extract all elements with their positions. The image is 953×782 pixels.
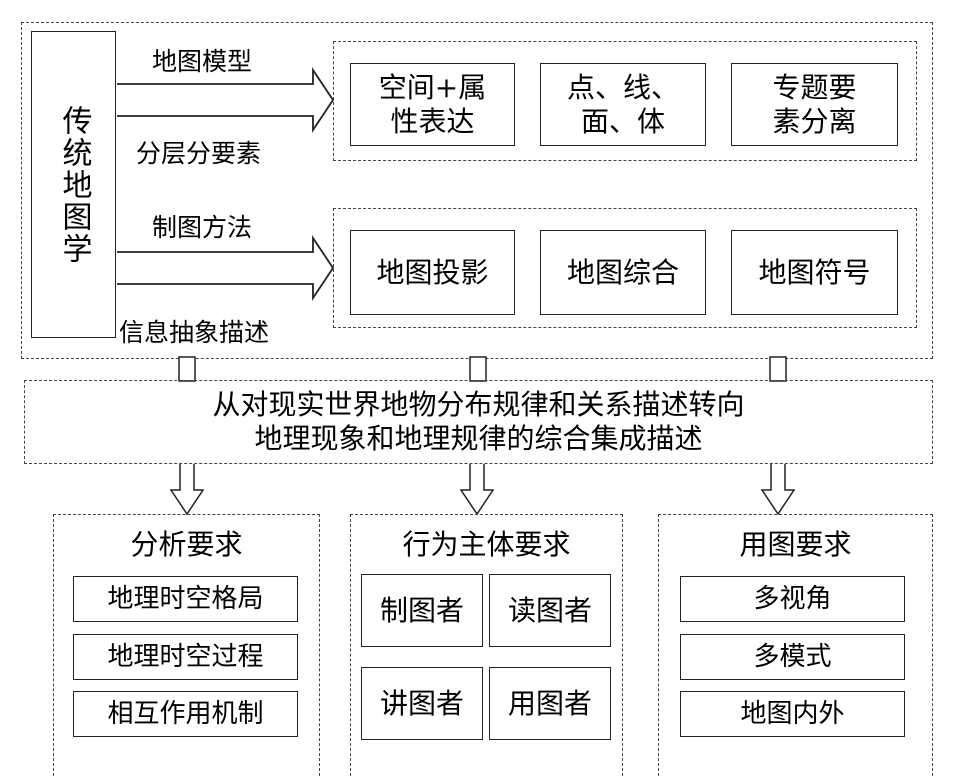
- actor-user: 用图者: [489, 667, 611, 740]
- connector-1: [178, 356, 196, 382]
- usage-item-inside-outside: 地图内外: [680, 691, 905, 737]
- analysis-requirements-title: 分析要求: [130, 528, 243, 561]
- actor-reader: 读图者: [489, 574, 611, 647]
- usage-requirements-title: 用图要求: [739, 528, 852, 561]
- actor-requirements-panel: [350, 514, 623, 776]
- actor-requirements-title: 行为主体要求: [402, 528, 571, 561]
- connector-2: [469, 356, 487, 382]
- cartography-method-arrow: [117, 235, 335, 301]
- usage-item-multi-view: 多视角: [680, 576, 905, 622]
- usage-item-multi-mode: 多模式: [680, 634, 905, 680]
- info-abstraction-label: 信息抽象描述: [119, 318, 270, 347]
- down-arrow-analysis: [169, 464, 205, 516]
- analysis-item-pattern: 地理时空格局: [73, 576, 298, 622]
- traditional-cartography-box: 传统地图学: [31, 31, 116, 338]
- actor-mapmaker: 制图者: [361, 574, 483, 647]
- model-box-geometry: 点、线、 面、体: [540, 63, 706, 146]
- connector-3: [769, 356, 787, 382]
- traditional-cartography-label: 传统地图学: [56, 104, 92, 265]
- cartography-method-group: [333, 208, 917, 328]
- method-box-generalization: 地图综合: [540, 230, 706, 315]
- analysis-item-mechanism: 相互作用机制: [73, 691, 298, 737]
- transition-line-2: 地理现象和地理规律的综合集成描述: [254, 422, 703, 455]
- actor-presenter: 讲图者: [361, 667, 483, 740]
- transition-line-1: 从对现实世界地物分布规律和关系描述转向: [212, 388, 745, 421]
- down-arrow-actors: [459, 464, 495, 516]
- map-model-group: [333, 41, 917, 161]
- method-box-projection: 地图投影: [350, 230, 515, 315]
- model-box-thematic: 专题要 素分离: [731, 63, 898, 146]
- map-model-arrow: [117, 67, 335, 133]
- map-model-label: 地图模型: [152, 47, 253, 76]
- analysis-requirements-panel: [53, 514, 320, 776]
- analysis-item-process: 地理时空过程: [73, 634, 298, 680]
- model-box-spatial-attribute: 空间+属 性表达: [350, 63, 515, 146]
- cartography-method-label: 制图方法: [152, 213, 253, 242]
- down-arrow-usage: [760, 464, 796, 516]
- transition-bar: 从对现实世界地物分布规律和关系描述转向 地理现象和地理规律的综合集成描述: [24, 380, 933, 464]
- method-box-symbols: 地图符号: [731, 230, 898, 315]
- layered-elements-label: 分层分要素: [136, 139, 262, 168]
- usage-requirements-panel: [658, 514, 933, 776]
